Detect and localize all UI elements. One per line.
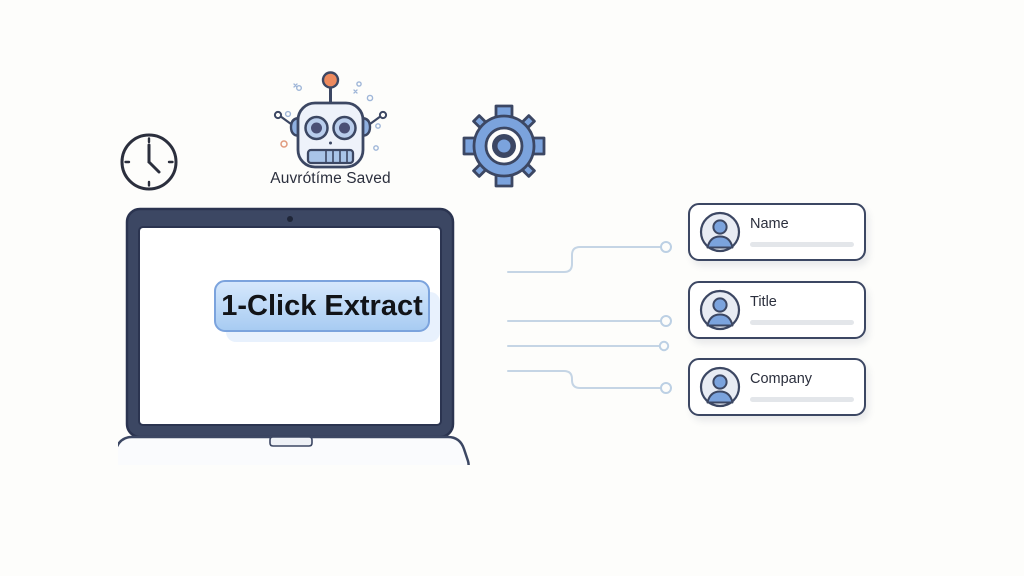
connector-endpoint-4: [660, 382, 672, 394]
card-placeholder-bar: [750, 396, 854, 402]
robot-block: Auvrótíme Saved: [258, 66, 403, 196]
one-click-extract-button[interactable]: 1-Click Extract: [214, 280, 440, 342]
connector-lines: [507, 241, 672, 394]
card-label: Company: [750, 371, 813, 388]
data-card-title[interactable]: Title: [688, 281, 866, 339]
connector-endpoint-3: [658, 340, 670, 352]
laptop-base: [118, 435, 470, 465]
gear-icon: [462, 104, 546, 188]
data-card-name[interactable]: Name: [688, 203, 866, 261]
person-avatar-icon: [699, 366, 741, 408]
connector-endpoint-1: [660, 241, 672, 253]
card-body: Title: [750, 294, 854, 325]
person-avatar-icon: [699, 211, 741, 253]
connector-line-4: [507, 370, 663, 389]
person-avatar-icon: [699, 289, 741, 331]
connector-line-1: [507, 246, 663, 273]
card-placeholder-bar: [750, 241, 854, 247]
card-body: Company: [750, 371, 854, 402]
laptop-notch: [269, 436, 313, 447]
laptop-camera-dot: [287, 216, 293, 222]
card-body: Name: [750, 216, 854, 247]
connector-endpoint-2: [660, 315, 672, 327]
robot-icon: [273, 71, 388, 169]
robot-caption-text: Auvrótíme Saved: [270, 170, 391, 187]
clock-icon: [120, 133, 178, 191]
card-placeholder-bar: [750, 319, 854, 325]
card-label: Name: [750, 216, 789, 233]
laptop: 1-Click Extract: [118, 207, 470, 465]
card-label: Title: [750, 294, 777, 311]
data-card-company[interactable]: Company: [688, 358, 866, 416]
one-click-extract-label: 1-Click Extract: [221, 290, 423, 322]
